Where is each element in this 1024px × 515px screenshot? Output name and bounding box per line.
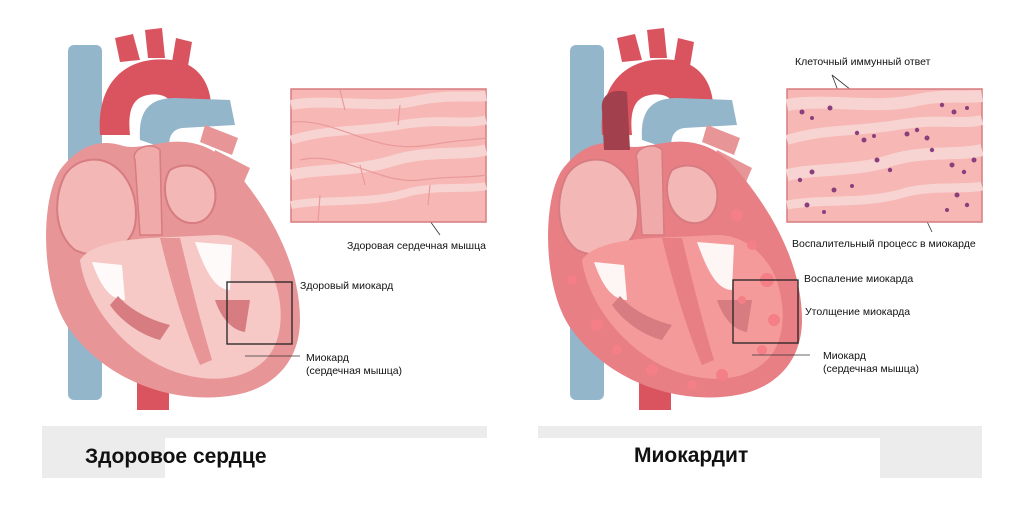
aorta-root xyxy=(134,146,162,235)
myocardium-label-line2: (сердечная мышца) xyxy=(306,365,402,378)
aorta-root xyxy=(636,146,664,235)
caption-bar-top xyxy=(538,426,982,438)
myocardium-label-line1: Миокард xyxy=(823,350,866,363)
left-atrium xyxy=(667,166,717,224)
myocardium-thickening-label: Утолщение миокарда xyxy=(805,306,910,319)
myocardium-label-line2: (сердечная мышца) xyxy=(823,363,919,376)
myocarditis-panel: Клеточный иммунный ответ Воспалительный … xyxy=(512,0,1024,515)
superior-vena-cava-dark xyxy=(602,91,630,150)
caption-bar-right xyxy=(880,438,982,478)
left-atrium xyxy=(165,166,215,224)
healthy-heart-panel: Здоровая сердечная мышца Здоровый миокар… xyxy=(0,0,512,515)
myocardium-label-line1: Миокард xyxy=(306,352,349,365)
inflammatory-process-label: Воспалительный процесс в миокарде xyxy=(792,238,976,251)
healthy-heart-caption: Здоровое сердце xyxy=(85,445,267,469)
caption-bar-top xyxy=(42,426,487,438)
myocardium-inflammation-label: Воспаление миокарда xyxy=(804,273,913,286)
myocarditis-caption: Миокардит xyxy=(634,444,748,468)
healthy-myocardium-label: Здоровый миокард xyxy=(300,280,393,293)
inflamed-muscle-inset xyxy=(787,89,982,222)
immune-response-label: Клеточный иммунный ответ xyxy=(795,56,930,69)
healthy-muscle-inset xyxy=(291,89,486,222)
healthy-muscle-label: Здоровая сердечная мышца xyxy=(347,240,486,253)
